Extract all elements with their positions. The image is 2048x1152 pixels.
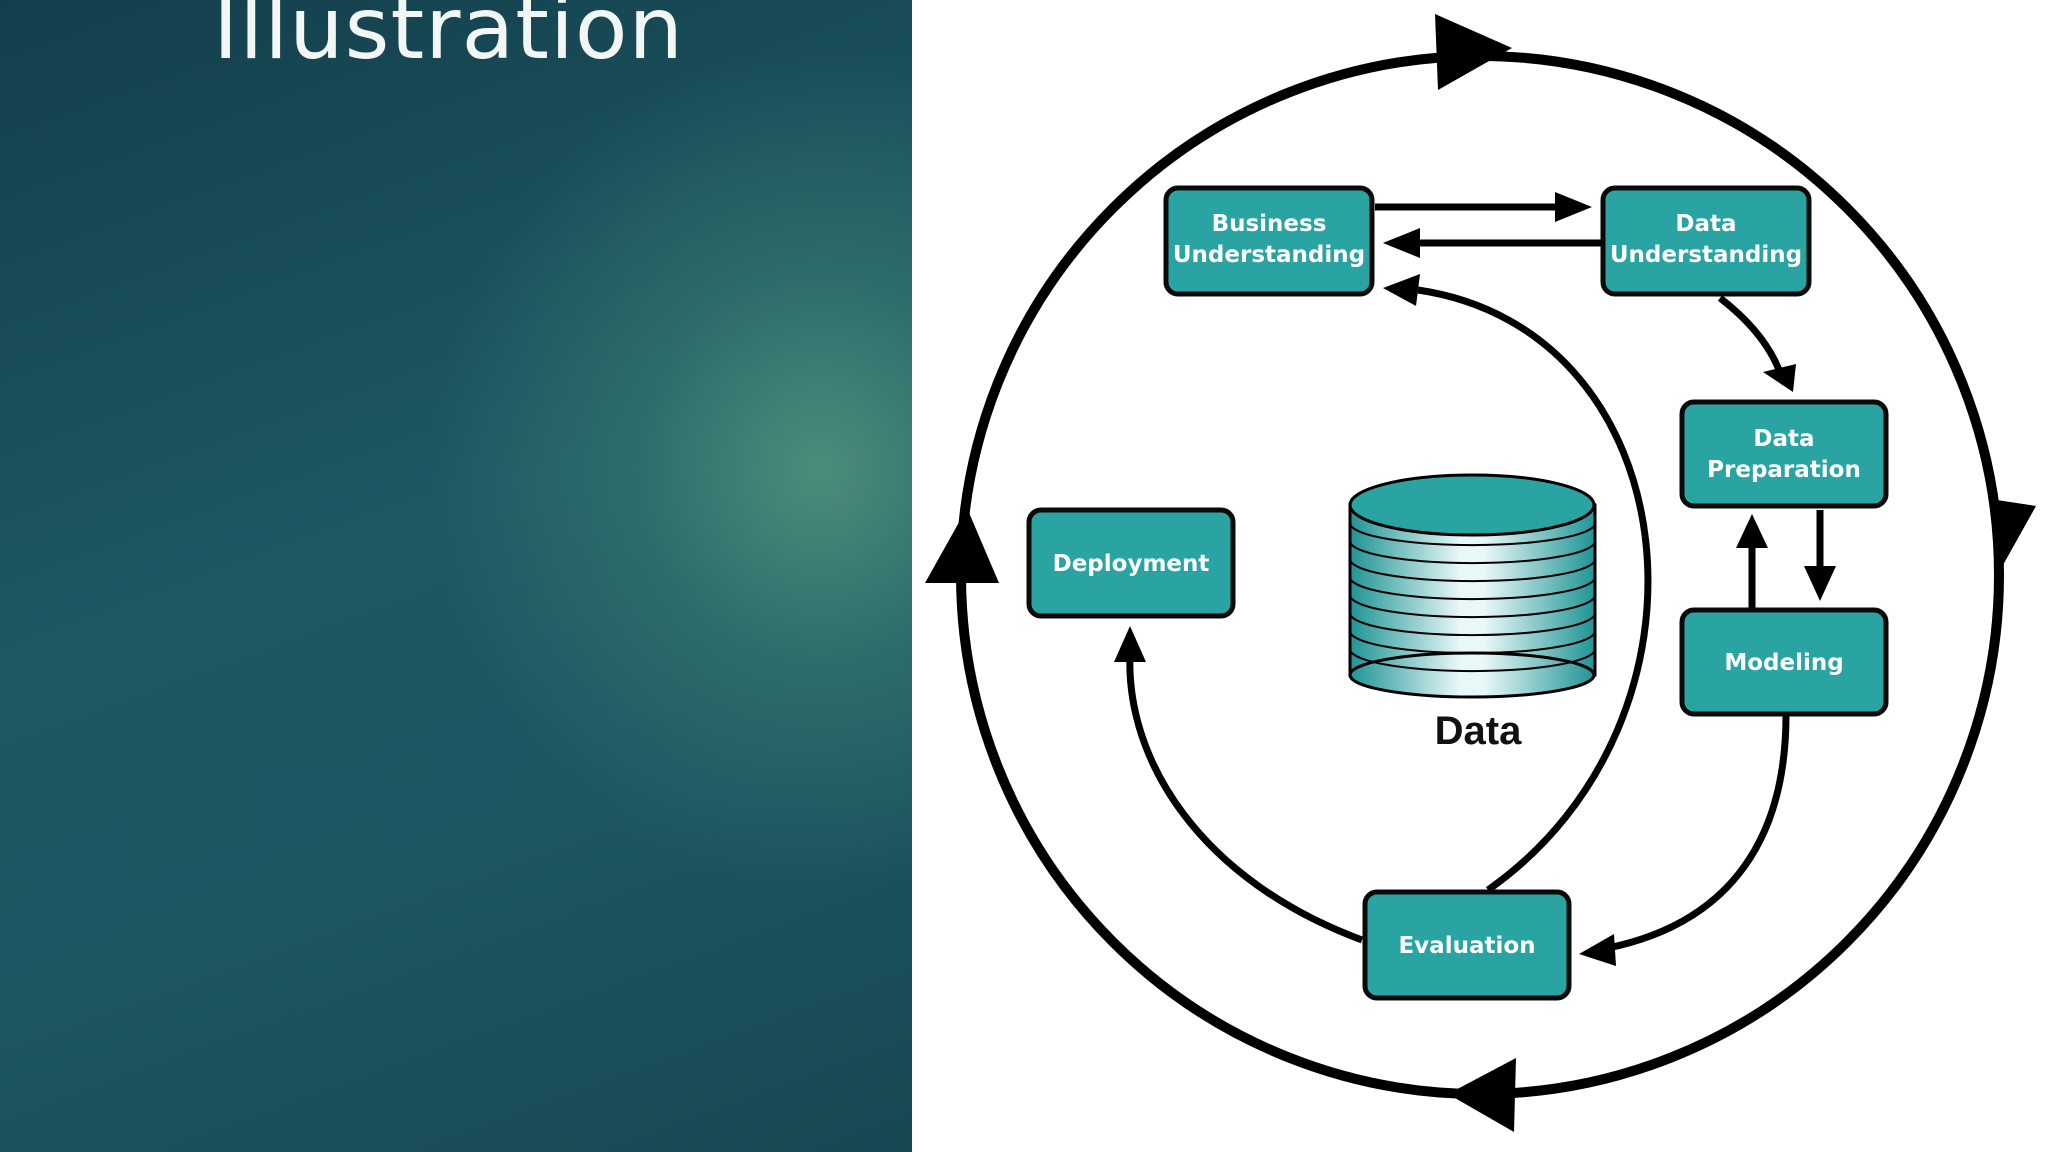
arrow-eval-to-deploy (1126, 654, 1364, 944)
flow-arrowheads (1114, 192, 1836, 966)
data-store-label: Data (1435, 709, 1522, 753)
phase-data-preparation: Data Preparation (1679, 399, 1889, 509)
data-preparation-line1: Data (1753, 426, 1814, 452)
phase-deployment: Deployment (1026, 507, 1236, 619)
arrow-eval-to-bu (1417, 286, 1652, 893)
outer-arrowhead-left (925, 508, 999, 583)
data-store-cylinder (1348, 473, 1597, 699)
phase-modeling: Modeling (1679, 607, 1889, 717)
phase-business-understanding: Business Understanding (1163, 185, 1375, 297)
modeling-label: Modeling (1724, 650, 1843, 676)
business-understanding-line2: Understanding (1173, 242, 1365, 268)
slide-title: Illustration (213, 0, 684, 79)
data-preparation-line2: Preparation (1707, 457, 1861, 483)
deployment-label: Deployment (1053, 551, 1210, 577)
business-understanding-line1: Business (1212, 211, 1327, 237)
phase-evaluation: Evaluation (1362, 889, 1572, 1001)
data-understanding-line2: Understanding (1610, 242, 1802, 268)
data-understanding-line1: Data (1675, 211, 1736, 237)
arrow-du-to-prep (1717, 295, 1786, 380)
outer-arrowhead-bottom (1448, 1058, 1516, 1132)
phase-data-understanding: Data Understanding (1600, 185, 1812, 297)
crisp-dm-diagram: Data Business Understanding Data Underst… (925, 14, 2036, 1132)
evaluation-label: Evaluation (1398, 933, 1535, 959)
title-panel: Illustration (0, 0, 912, 1152)
arrow-model-to-eval (1607, 714, 1790, 952)
outer-arrowhead-right (1997, 500, 2036, 574)
outer-arrowhead-top (1435, 14, 1512, 90)
